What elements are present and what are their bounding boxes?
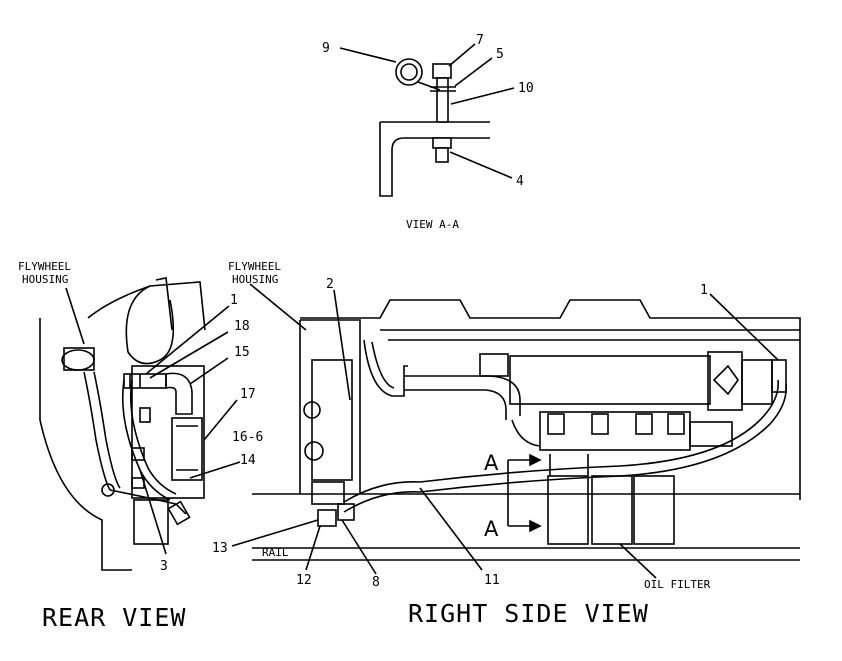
view-aa-callouts: 9 7 5 10 4	[322, 33, 534, 189]
callout-8: 8	[372, 575, 380, 590]
callout-9: 9	[322, 41, 330, 56]
rear-view-labels: FLYWHEEL HOUSING 1 18 15 17 16-6 14 3 RE…	[18, 260, 263, 632]
view-aa-caption: VIEW A-A	[406, 218, 459, 231]
callout-12: 12	[296, 573, 312, 588]
callout-5: 5	[496, 47, 504, 62]
callout-7: 7	[476, 33, 484, 48]
callout-18: 18	[234, 319, 250, 334]
callout-13: 13	[212, 541, 228, 556]
rear-flywheel-line1: FLYWHEEL	[18, 260, 71, 273]
oil-filter-label: OIL FILTER	[644, 578, 711, 591]
right-side-drawing	[231, 283, 801, 579]
callout-16-6: 16-6	[232, 430, 263, 445]
callout-14: 14	[240, 453, 256, 468]
view-aa-detail	[339, 43, 515, 197]
callout-4: 4	[516, 174, 524, 189]
rear-view-title: REAR VIEW	[42, 603, 186, 632]
rear-view-drawing	[39, 277, 241, 571]
callout-3: 3	[160, 559, 168, 574]
right-side-labels: FLYWHEEL HOUSING 2 1 13 12 8 11 RAIL OIL…	[212, 260, 711, 628]
callout-11: 11	[484, 573, 500, 588]
right-side-view-title: RIGHT SIDE VIEW	[408, 599, 649, 628]
callout-1-rear: 1	[230, 293, 238, 308]
section-marker-upper: A	[484, 451, 499, 475]
right-flywheel-line1: FLYWHEEL	[228, 260, 281, 273]
rail-label: RAIL	[262, 546, 289, 559]
right-flywheel-line2: HOUSING	[232, 273, 278, 286]
callout-2: 2	[326, 277, 334, 292]
callout-10: 10	[518, 81, 534, 96]
callout-1-right: 1	[700, 283, 708, 298]
rear-flywheel-line2: HOUSING	[22, 273, 68, 286]
callout-15: 15	[234, 345, 250, 360]
section-marker-lower: A	[484, 517, 499, 541]
callout-17: 17	[240, 387, 256, 402]
